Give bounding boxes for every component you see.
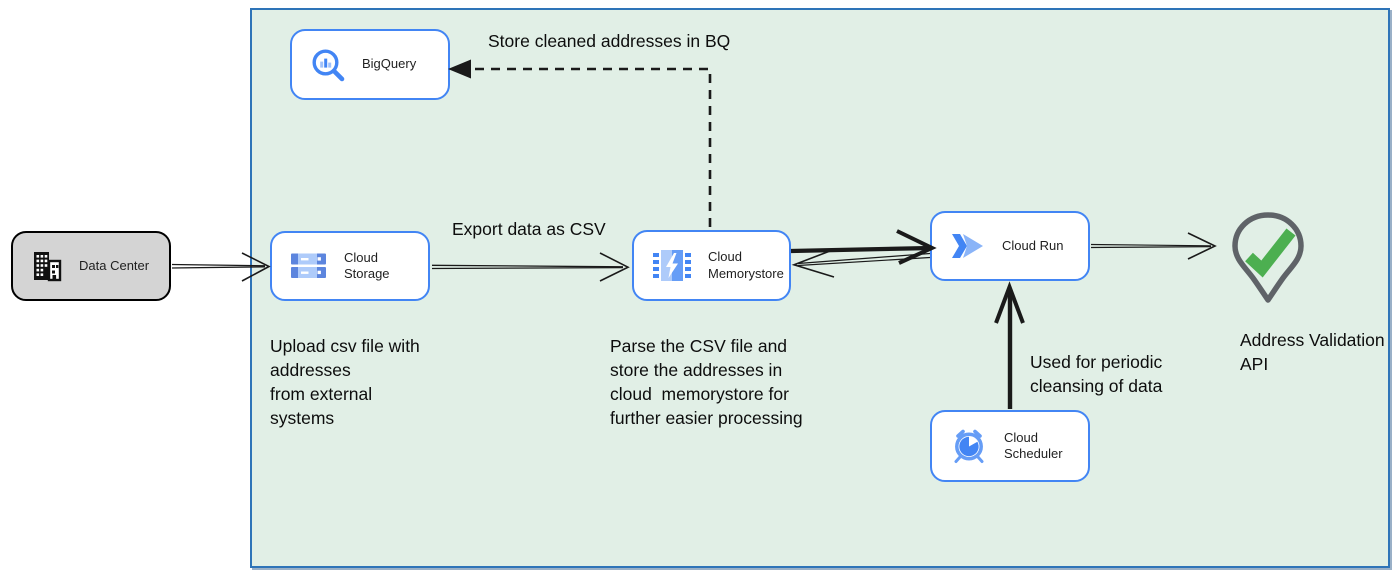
address-validation-pin [1222,210,1314,310]
edge-label-store-bq: Store cleaned addresses in BQ [488,31,731,51]
node-label: Cloud Scheduler [1004,429,1063,461]
node-label: Data Center [79,257,150,273]
edge-label-export-csv: Export data as CSV [452,219,606,239]
storage-buckets-icon [291,253,326,278]
note-upload-csv: Upload csv file with addresses from exte… [270,336,420,428]
node-cloud-memorystore: Cloud Memorystore [632,230,791,301]
node-label: Cloud Memorystore [708,249,784,281]
node-label: Cloud Storage [344,249,390,281]
node-cloud-storage: Cloud Storage [270,231,430,301]
node-label: Cloud Run [1002,237,1064,253]
map-pin-check-icon [1232,212,1304,303]
bigquery-magnifier-icon [312,48,345,81]
cloud-run-chevron-icon [952,234,983,258]
gcp-boundary-container [250,8,1390,568]
edge-label-periodic-cleansing: Used for periodic cleansing of data [1030,352,1163,396]
address-validation-api-label: Address Validation API [1240,330,1385,374]
memory-chip-bolt-icon [653,249,691,281]
node-cloud-run: Cloud Run [930,211,1090,281]
node-label: BigQuery [362,56,417,72]
note-parse-csv: Parse the CSV file and store the address… [610,336,803,428]
node-bigquery: BigQuery [290,29,450,100]
building-icon [34,252,62,282]
alarm-clock-icon [954,429,984,463]
node-cloud-scheduler: Cloud Scheduler [930,410,1090,482]
node-data-center: Data Center [11,231,171,301]
